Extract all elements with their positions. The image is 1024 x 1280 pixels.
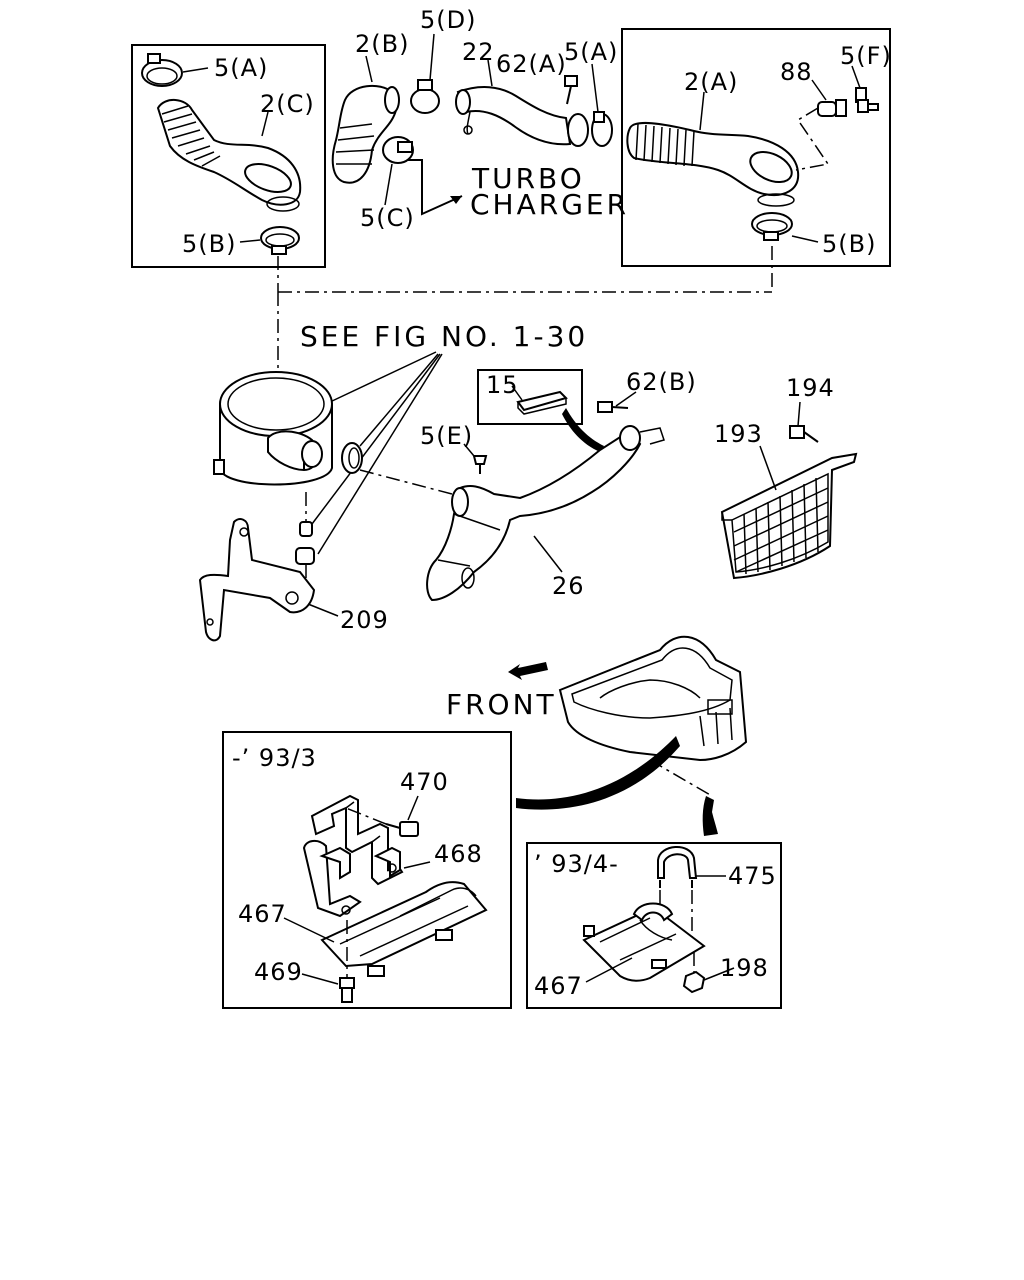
clamp-5b-left bbox=[260, 226, 300, 255]
label-469: 469 bbox=[254, 958, 303, 986]
u-bolt-475 bbox=[657, 846, 698, 888]
label-62b: 62(B) bbox=[626, 368, 697, 396]
bolt-62a bbox=[564, 75, 578, 105]
screw-194 bbox=[789, 425, 819, 443]
bracket-468 bbox=[302, 794, 404, 918]
bolt-469 bbox=[339, 977, 355, 1003]
bolt-470 bbox=[385, 821, 419, 837]
sensor-88 bbox=[817, 99, 847, 117]
cover-group: 194 193 bbox=[714, 374, 858, 580]
label-charger: CHARGER bbox=[470, 188, 629, 221]
oil-pan bbox=[558, 635, 748, 762]
clamp-5b-right bbox=[751, 212, 793, 241]
inset-box-15: 15 bbox=[477, 369, 583, 425]
label-see-fig: SEE FIG NO. 1-30 bbox=[300, 320, 588, 353]
inset-box-93-4: ’ 93/4- 475 467 198 bbox=[526, 842, 782, 1009]
air-cleaner-canister bbox=[213, 371, 333, 486]
turbo-arrow bbox=[408, 159, 463, 216]
inset-box-93-3: -’ 93/3 470 bbox=[222, 731, 512, 1009]
bolt-62b bbox=[597, 401, 629, 413]
label-88: 88 bbox=[780, 58, 813, 86]
label-93-4: ’ 93/4- bbox=[534, 850, 619, 878]
skid-plate-467-right bbox=[582, 902, 706, 982]
label-193: 193 bbox=[714, 420, 763, 448]
label-2c: 2(C) bbox=[260, 90, 315, 118]
hose-2b bbox=[331, 84, 400, 184]
filter-element-15 bbox=[516, 390, 568, 415]
label-5a-mid: 5(A) bbox=[564, 38, 618, 66]
label-5e: 5(E) bbox=[420, 422, 473, 450]
label-468: 468 bbox=[434, 840, 483, 868]
connector-5f bbox=[855, 87, 879, 113]
resonator-group: 15 62(B) 5(E) 26 bbox=[420, 368, 697, 602]
inset-box-duct-2c: 5(A) 2(C) 5(B) bbox=[131, 44, 326, 268]
label-5f: 5(F) bbox=[840, 42, 892, 70]
clamp-5c bbox=[382, 136, 414, 164]
label-2b: 2(B) bbox=[355, 30, 409, 58]
label-2a: 2(A) bbox=[684, 68, 738, 96]
arrow-15 bbox=[562, 408, 604, 452]
duct-2a bbox=[626, 121, 800, 207]
label-5b-right: 5(B) bbox=[822, 230, 876, 258]
nut-198 bbox=[682, 970, 706, 994]
label-62a: 62(A) bbox=[496, 50, 567, 78]
label-turbo: TURBO bbox=[471, 162, 585, 195]
label-22: 22 bbox=[462, 38, 495, 66]
label-467-left: 467 bbox=[238, 900, 287, 928]
clamp-5d bbox=[410, 79, 440, 114]
inset-box-duct-2a: 88 5(F) 2(A) 5(B) bbox=[621, 28, 892, 267]
label-5d: 5(D) bbox=[420, 6, 476, 34]
bushing-lower bbox=[295, 547, 315, 565]
label-93-3: -’ 93/3 bbox=[232, 744, 317, 772]
clip-5e bbox=[472, 455, 488, 474]
callout-arrow-left bbox=[516, 736, 680, 810]
label-467-right: 467 bbox=[534, 972, 583, 1000]
bushing-upper bbox=[299, 521, 313, 537]
hose-22 bbox=[455, 86, 572, 146]
cover-193 bbox=[720, 452, 858, 580]
label-198: 198 bbox=[720, 954, 769, 982]
label-194: 194 bbox=[786, 374, 835, 402]
label-209: 209 bbox=[340, 606, 389, 634]
clamp-ring bbox=[341, 442, 363, 474]
clamp-5a-mid bbox=[567, 111, 613, 147]
front-arrow-icon bbox=[508, 662, 548, 680]
label-front: FRONT bbox=[446, 688, 557, 721]
skid-plate-467-left bbox=[320, 881, 488, 977]
label-5b-left: 5(B) bbox=[182, 230, 236, 258]
label-5a-left: 5(A) bbox=[214, 54, 268, 82]
turbo-hose-group: 2(B) 5(D) 22 62(A) 5(A) 5(C) TURBO CHARG… bbox=[331, 6, 629, 232]
air-cleaner-assembly: SEE FIG NO. 1-30 bbox=[198, 320, 588, 642]
resonator-26 bbox=[426, 425, 665, 602]
clamp-5a-left bbox=[141, 53, 183, 87]
front-indicator: FRONT bbox=[446, 662, 557, 721]
duct-2c bbox=[156, 99, 302, 212]
label-26: 26 bbox=[552, 572, 585, 600]
label-475: 475 bbox=[728, 862, 777, 890]
connector-lines-top bbox=[277, 246, 773, 416]
label-15: 15 bbox=[486, 371, 519, 399]
label-470: 470 bbox=[400, 768, 449, 796]
callout-arrow-right bbox=[702, 796, 718, 836]
bracket-209 bbox=[198, 518, 316, 642]
label-5c: 5(C) bbox=[360, 204, 415, 232]
